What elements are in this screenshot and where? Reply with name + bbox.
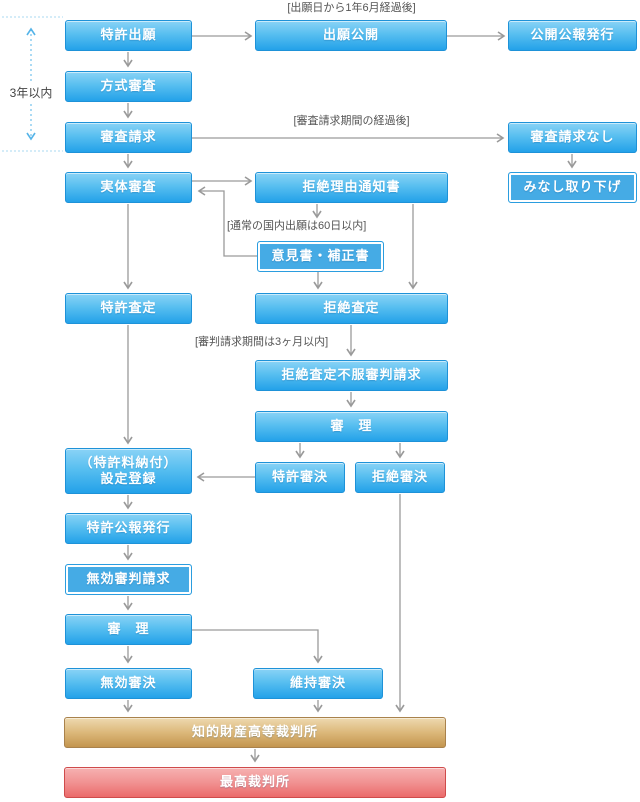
node-invalidation-request: 無効審判請求 xyxy=(65,564,192,595)
node-rejection-trial-decision: 拒絶審決 xyxy=(355,462,445,493)
annotation-publication-period: [出願日から1年6月経過後] xyxy=(287,2,416,14)
node-rejection-notice: 拒絶理由通知書 xyxy=(255,172,448,203)
node-patent-decision: 特許査定 xyxy=(65,293,192,324)
node-deemed-withdrawal: みなし取り下げ xyxy=(508,172,637,203)
node-patent-application: 特許出願 xyxy=(65,20,192,51)
node-invalidation-decision: 無効審決 xyxy=(65,668,192,699)
node-ip-high-court: 知的財産高等裁判所 xyxy=(64,717,446,748)
node-patent-gazette: 特許公報発行 xyxy=(65,513,192,544)
node-exam-request: 審査請求 xyxy=(65,122,192,153)
node-supreme-court: 最高裁判所 xyxy=(64,767,446,798)
node-rejection-decision: 拒絶査定 xyxy=(255,293,448,324)
node-substantive-exam: 実体審査 xyxy=(65,172,192,203)
node-trial-examination-1: 審 理 xyxy=(255,411,448,442)
annotation-three-years: 3年以内 xyxy=(7,84,55,101)
node-trial-examination-2: 審 理 xyxy=(65,614,192,645)
arrow-trial2-to-maintenance-decision xyxy=(192,629,323,664)
annotation-appeal-period: [審判請求期間は3ヶ月以内] xyxy=(195,336,329,348)
node-no-exam-request: 審査請求なし xyxy=(508,122,637,153)
node-maintenance-decision: 維持審決 xyxy=(253,668,383,699)
arrow-opinion-back-to-substantive-exam xyxy=(197,186,257,257)
node-appeal-request: 拒絶査定不服審判請求 xyxy=(255,360,448,391)
annotation-response-period: [通常の国内出願は60日以内] xyxy=(227,220,367,232)
node-patent-trial-decision: 特許審決 xyxy=(255,462,345,493)
node-formality-exam: 方式審査 xyxy=(65,71,192,102)
node-registration: （特許料納付） 設定登録 xyxy=(65,448,192,494)
node-application-publication: 出願公開 xyxy=(255,20,447,51)
node-publication-gazette: 公開公報発行 xyxy=(508,20,637,51)
node-opinion-amendment: 意見書・補正書 xyxy=(257,241,384,272)
annotation-exam-request-period: [審査請求期間の経過後] xyxy=(293,115,410,127)
